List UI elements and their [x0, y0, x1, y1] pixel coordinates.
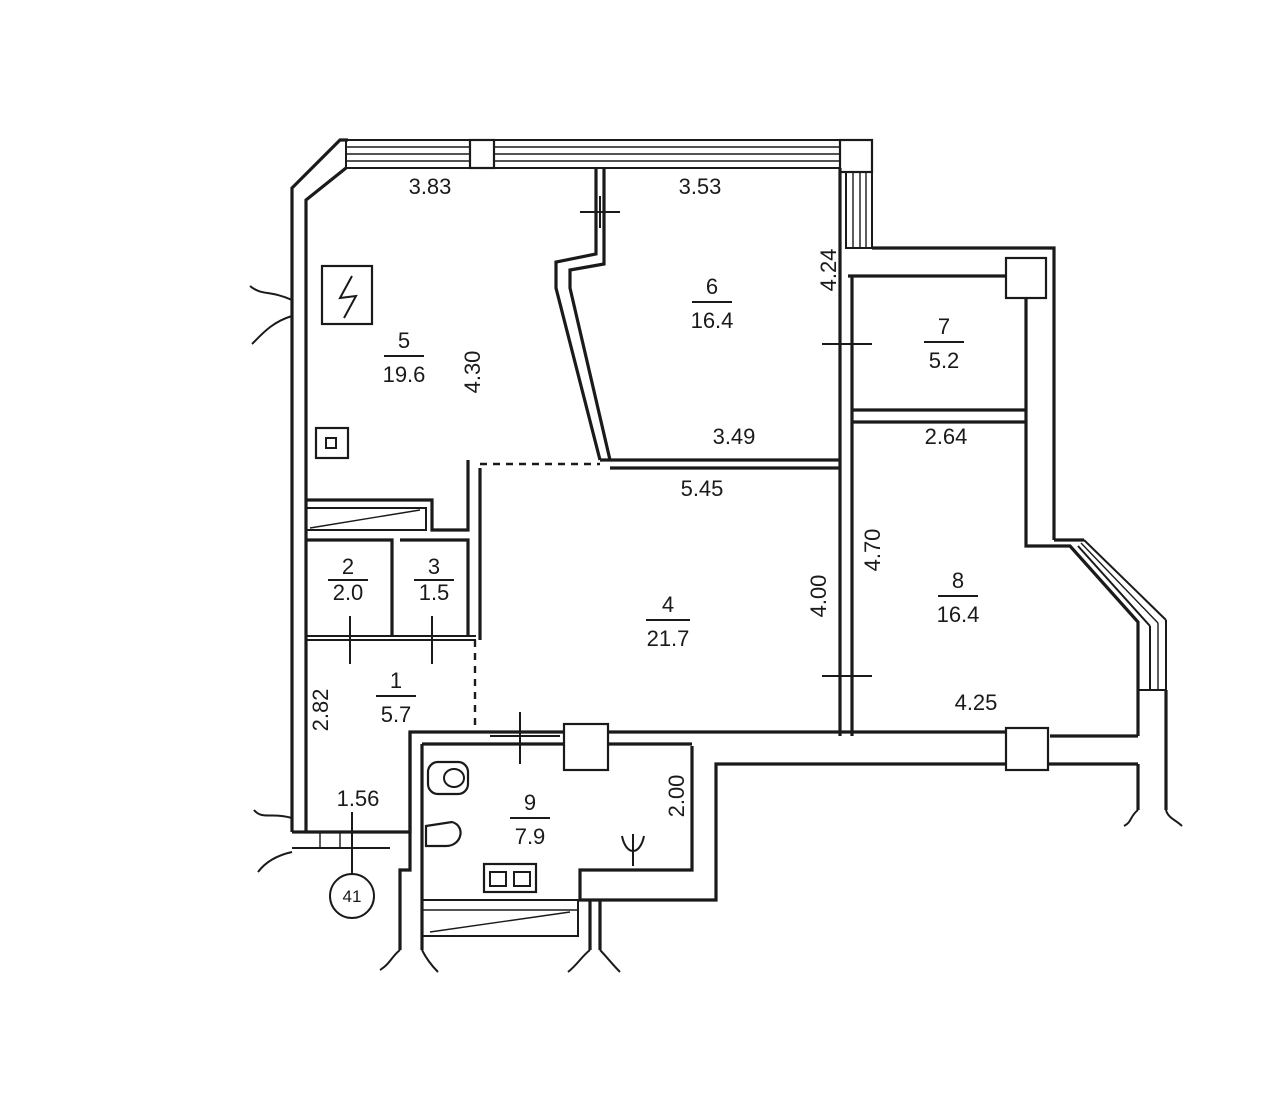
room-8-number: 8	[952, 568, 964, 593]
double-sink-icon	[482, 862, 538, 894]
room-6-area: 16.4	[691, 308, 734, 333]
dim-3-53: 3.53	[679, 174, 722, 199]
room-5-area: 19.6	[383, 362, 426, 387]
dimensions: 3.83 3.53 3.49 2.64 5.45 4.25 1.56 4.24 …	[308, 174, 997, 817]
room-3-area: 1.5	[419, 580, 450, 605]
room-labels: 5 19.6 6 16.4 7 5.2 4 21.7 8 16.4 2 2.0	[328, 274, 979, 849]
room-7-label: 7 5.2	[924, 314, 964, 373]
column-top	[468, 138, 496, 170]
dim-4-30: 4.30	[460, 351, 485, 394]
room-8-area: 16.4	[937, 602, 980, 627]
room-2-number: 2	[342, 554, 354, 579]
room-6-number: 6	[706, 274, 718, 299]
dim-2-64: 2.64	[925, 424, 968, 449]
fixtures	[314, 264, 645, 919]
dim-1-56: 1.56	[337, 786, 380, 811]
toilet-icon	[426, 760, 470, 796]
room-8-label: 8 16.4	[937, 568, 980, 627]
column-corner	[838, 138, 874, 174]
room-2-label: 2 2.0	[328, 554, 368, 605]
room-1-label: 1 5.7	[376, 668, 416, 727]
room-5-label: 5 19.6	[383, 328, 426, 387]
room-4-area: 21.7	[647, 626, 690, 651]
electric-panel-icon	[320, 264, 374, 326]
interior-walls	[249, 168, 1183, 973]
column-bath	[562, 722, 610, 772]
dim-4-00: 4.00	[806, 575, 831, 618]
dim-4-25: 4.25	[955, 690, 998, 715]
room-1-number: 1	[390, 668, 402, 693]
room-7-number: 7	[938, 314, 950, 339]
stove-icon	[314, 426, 350, 460]
room-4-number: 4	[662, 592, 674, 617]
dim-3-83: 3.83	[409, 174, 452, 199]
window-right-6	[845, 171, 873, 249]
room-9-number: 9	[524, 790, 536, 815]
bidet-icon	[424, 820, 462, 848]
column-right-7	[1004, 256, 1048, 300]
column-right-bottom	[1004, 726, 1050, 772]
dim-2-82: 2.82	[308, 689, 333, 732]
dim-4-70: 4.70	[860, 529, 885, 572]
room-5-number: 5	[398, 328, 410, 353]
room-9-label: 9 7.9	[510, 790, 550, 849]
antenna-icon	[621, 834, 645, 866]
room-6-label: 6 16.4	[691, 274, 734, 333]
outer-walls	[290, 138, 1168, 950]
room-3-number: 3	[428, 554, 440, 579]
dim-4-24: 4.24	[816, 249, 841, 292]
room-3-label: 3 1.5	[414, 554, 454, 605]
room-1-area: 5.7	[381, 702, 412, 727]
room-9-area: 7.9	[515, 824, 546, 849]
room-4-label: 4 21.7	[646, 592, 690, 651]
axis-marker-label: 41	[343, 887, 362, 906]
dim-2-00: 2.00	[664, 775, 689, 818]
dim-5-45: 5.45	[681, 476, 724, 501]
dim-3-49: 3.49	[713, 424, 756, 449]
room-7-area: 5.2	[929, 348, 960, 373]
room-2-area: 2.0	[333, 580, 364, 605]
